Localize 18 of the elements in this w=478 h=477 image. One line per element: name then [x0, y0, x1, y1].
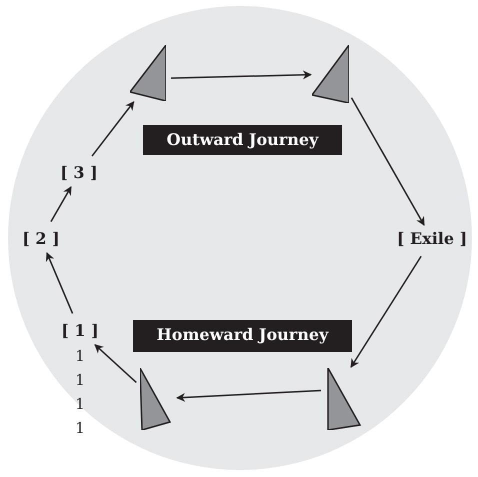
- number-label: 1: [74, 370, 86, 391]
- arrow: [46, 252, 74, 314]
- arrow: [91, 101, 134, 156]
- number-label: 1: [74, 418, 86, 439]
- arrow: [94, 344, 137, 384]
- stage-label: [ 1 ]: [58, 318, 102, 344]
- number-label: 1: [74, 346, 86, 367]
- title-banner: Homeward Journey: [133, 320, 352, 352]
- number-label: 1: [74, 394, 86, 415]
- arrow: [350, 256, 422, 368]
- arrow: [170, 70, 312, 80]
- stage-label: [ 2 ]: [20, 226, 62, 252]
- arrow: [176, 390, 322, 402]
- title-banner: Outward Journey: [143, 125, 342, 155]
- stage-label: [ Exile ]: [388, 226, 476, 252]
- stage-label: [ 3 ]: [58, 160, 100, 186]
- arrow: [350, 97, 425, 226]
- arrow: [50, 186, 72, 222]
